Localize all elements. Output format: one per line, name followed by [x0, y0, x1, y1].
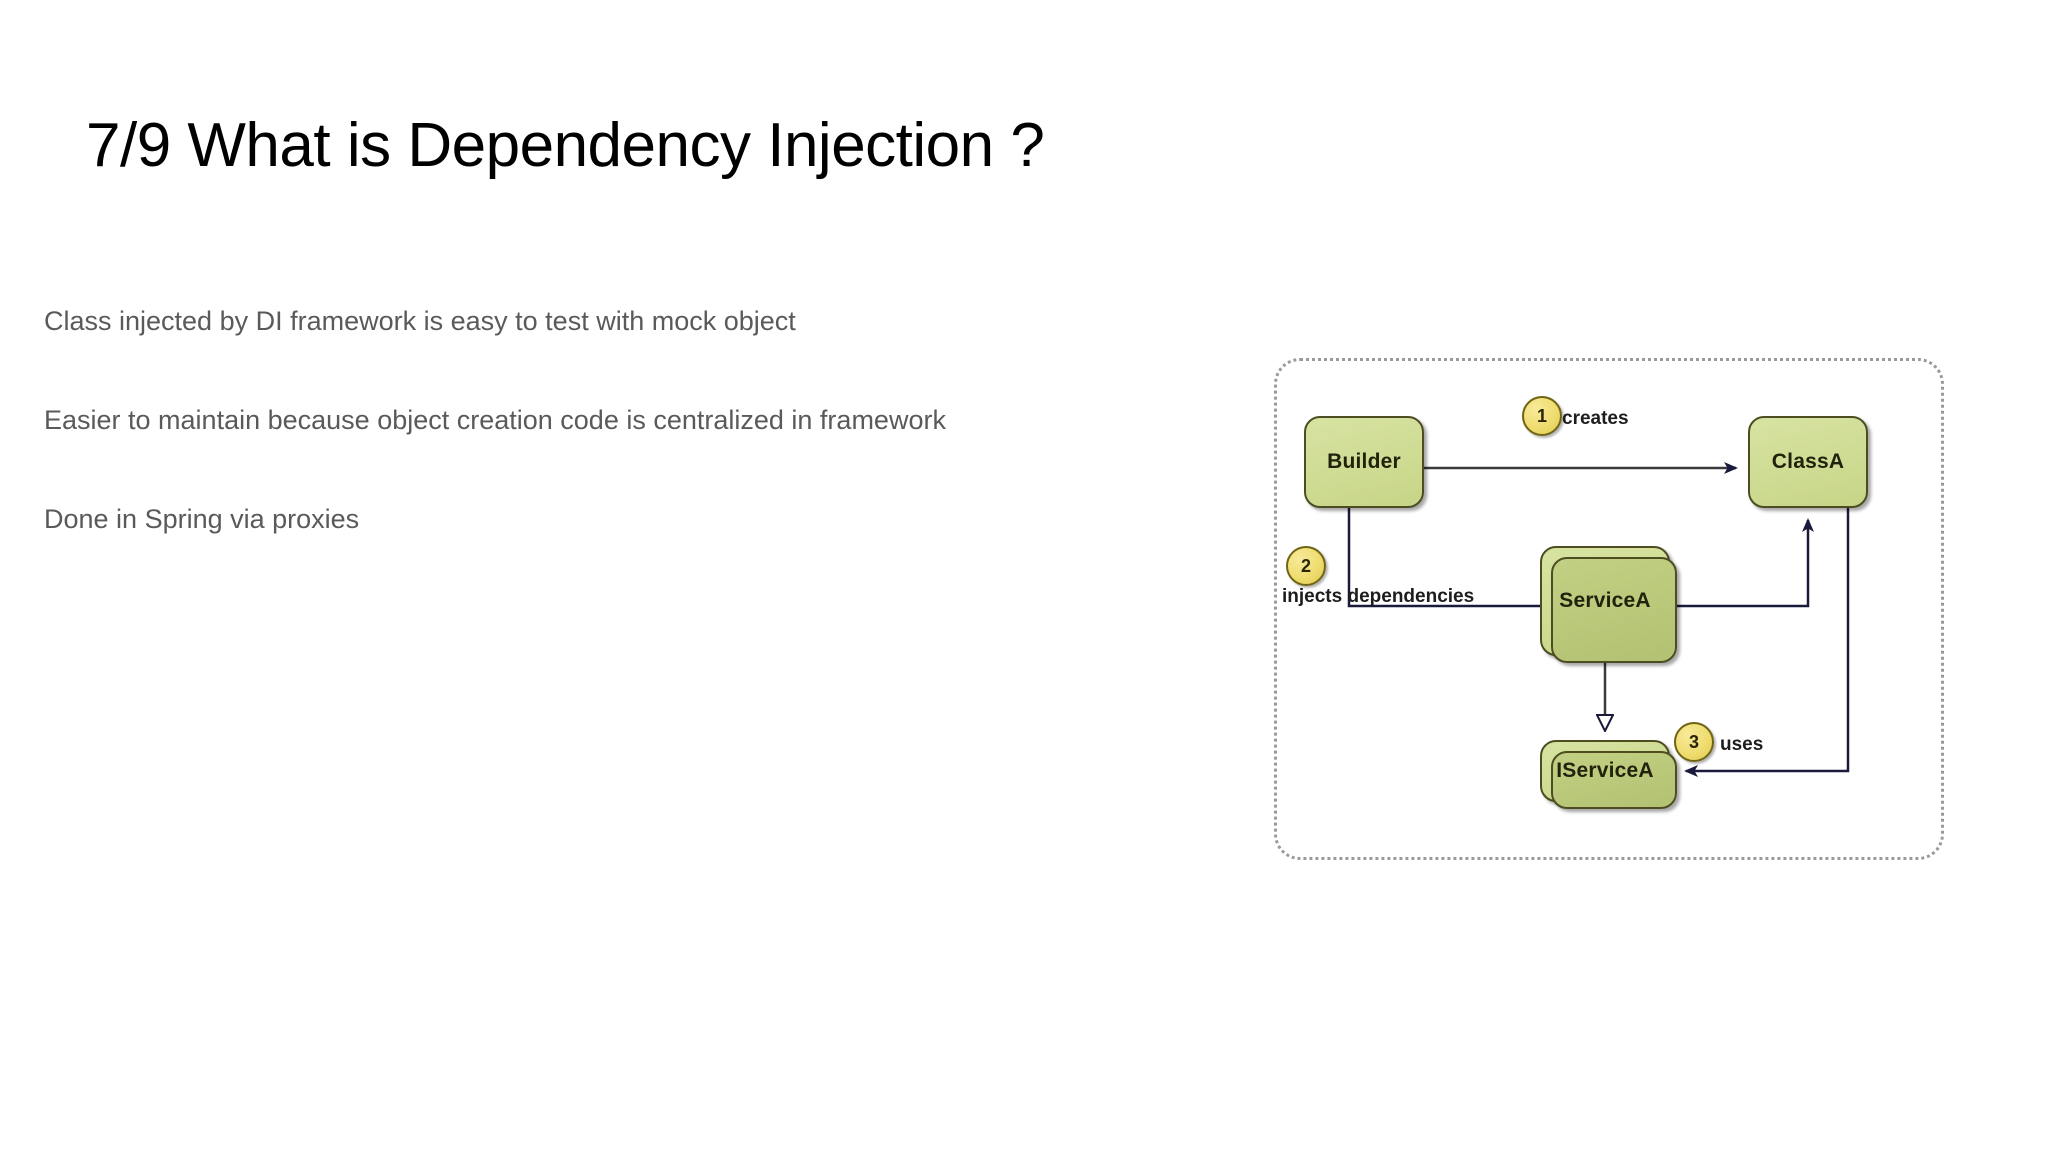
page-title: 7/9 What is Dependency Injection ?	[86, 111, 1045, 180]
edge-label-creates: creates	[1562, 408, 1629, 429]
node-label: ClassA	[1771, 450, 1845, 473]
bullet-item-1: Class injected by DI framework is easy t…	[44, 306, 796, 336]
diagram-node-classa[interactable]: ClassA	[1748, 416, 1868, 508]
diagram-node-iservicea[interactable]: IServiceA	[1540, 740, 1677, 809]
bullet-list: Class injected by DI framework is easy t…	[44, 305, 1244, 536]
edge-label-uses: uses	[1720, 734, 1764, 755]
diagram-connectors	[1347, 462, 1850, 777]
bullet-item-3: Done in Spring via proxies	[44, 503, 360, 534]
diagram-step-badge-2: 2	[1286, 546, 1326, 586]
diagram-step-badge-1: 1	[1522, 396, 1562, 436]
node-label: Builder	[1327, 450, 1401, 473]
edge-builder-to-servicea	[1347, 508, 1540, 608]
dependency-injection-diagram: Builder ClassA ServiceA IServiceA 1 2 3 …	[1274, 358, 1944, 860]
node-label: ServiceA	[1559, 589, 1651, 612]
diagram-dashed-frame	[1274, 358, 1944, 860]
diagram-node-servicea[interactable]: ServiceA	[1540, 546, 1677, 663]
edge-label-injects-dependencies: injects dependencies	[1282, 586, 1475, 607]
edge-classa-uses-iservicea	[1684, 508, 1850, 777]
edge-servicea-to-classa	[1670, 518, 1814, 608]
node-label: IServiceA	[1556, 759, 1654, 782]
bullet-item-2: Easier to maintain because object creati…	[44, 404, 946, 435]
diagram-node-builder[interactable]: Builder	[1304, 416, 1424, 508]
diagram-step-badge-3: 3	[1674, 722, 1714, 762]
